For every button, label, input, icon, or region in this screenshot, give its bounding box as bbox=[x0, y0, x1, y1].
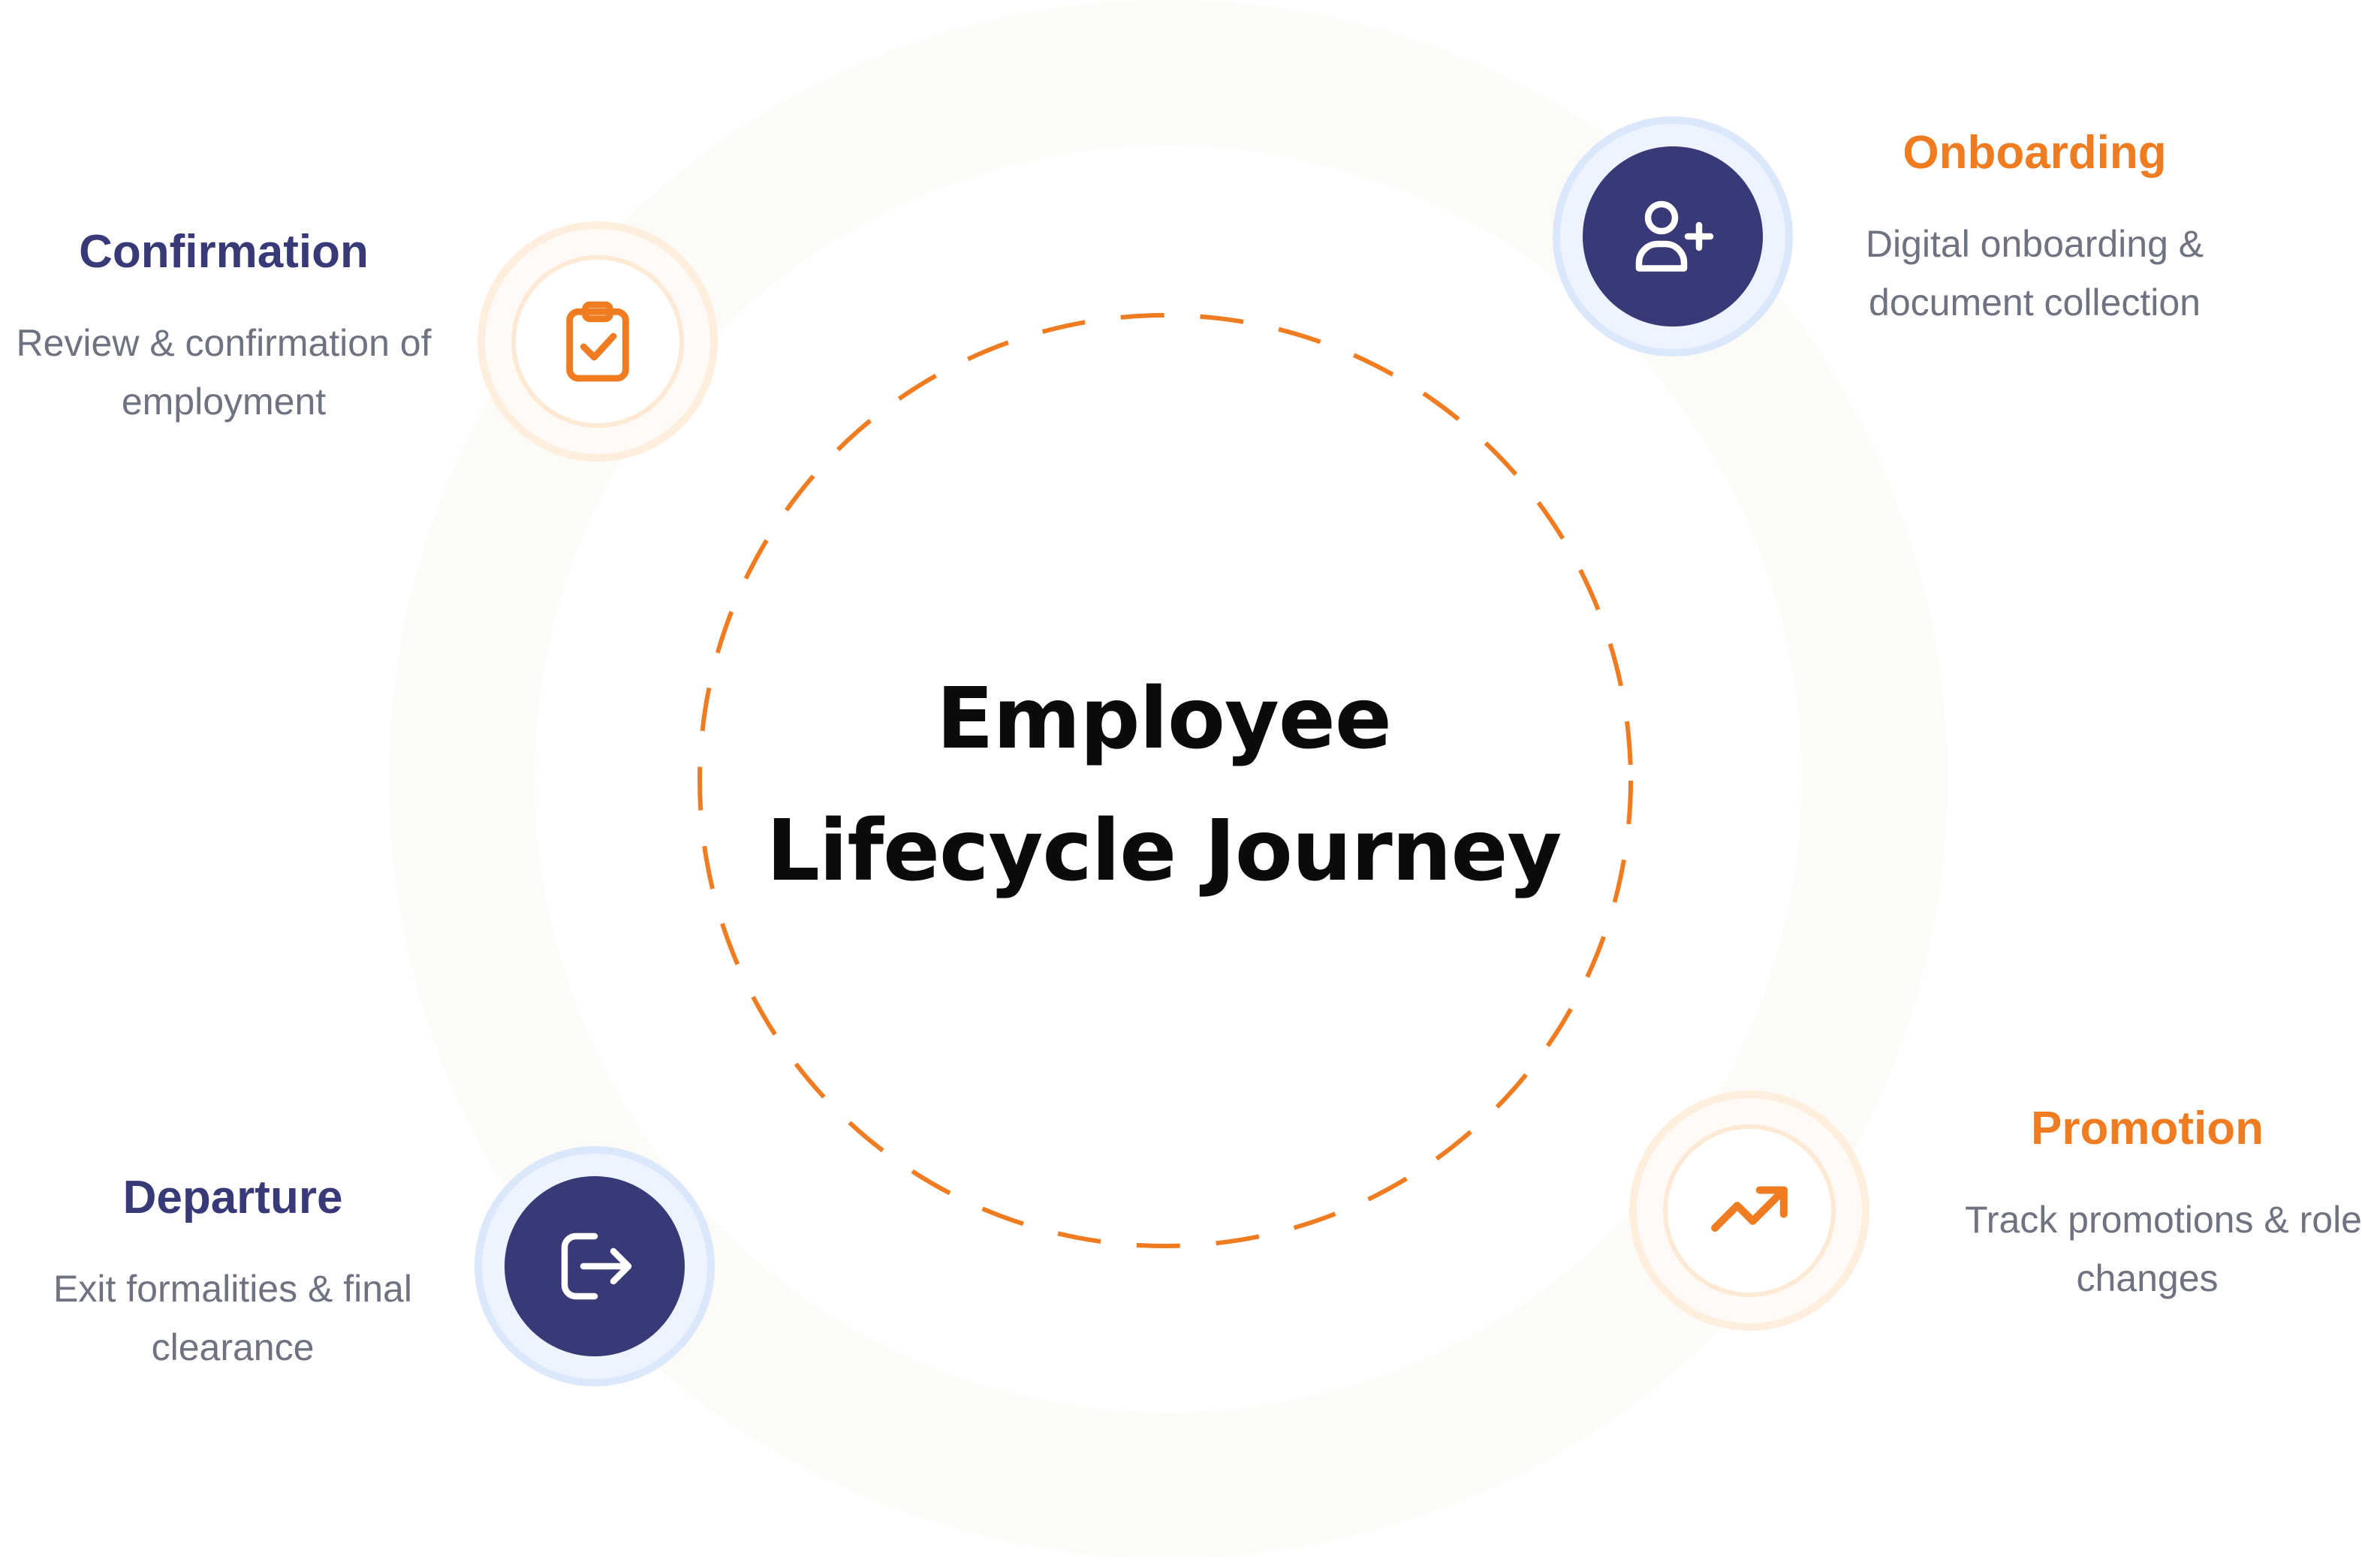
diagram-title-line1: Employee bbox=[936, 670, 1392, 768]
confirmation-desc-line1: Review & confirmation of bbox=[16, 322, 432, 364]
departure-desc-line1: Exit formalities & final bbox=[53, 1268, 412, 1310]
departure-title: Departure bbox=[122, 1172, 343, 1223]
confirmation-desc-line2: employment bbox=[121, 381, 327, 423]
confirmation-node[interactable] bbox=[478, 221, 718, 462]
onboarding-title: Onboarding bbox=[1903, 127, 2167, 179]
onboarding-desc-line1: Digital onboarding & bbox=[1865, 223, 2204, 265]
diagram-title: Employee Lifecycle Journey bbox=[751, 653, 1577, 917]
diagram-title-line2: Lifecycle Journey bbox=[766, 802, 1562, 900]
promotion-node[interactable] bbox=[1629, 1091, 1869, 1331]
promotion-desc-line2: changes bbox=[2076, 1257, 2219, 1299]
promotion-title: Promotion bbox=[2031, 1103, 2264, 1154]
user-plus-icon bbox=[1560, 124, 1785, 349]
exit-icon bbox=[482, 1154, 707, 1379]
onboarding-desc-line2: document collection bbox=[1869, 281, 2201, 324]
trending-up-icon bbox=[1637, 1098, 1862, 1323]
clipboard-check-icon bbox=[485, 229, 710, 454]
onboarding-node[interactable] bbox=[1553, 116, 1793, 357]
departure-node[interactable] bbox=[475, 1146, 715, 1386]
departure-desc-line2: clearance bbox=[151, 1326, 315, 1368]
confirmation-title: Confirmation bbox=[79, 226, 369, 278]
promotion-desc-line1: Track promotions & role bbox=[1965, 1199, 2362, 1241]
